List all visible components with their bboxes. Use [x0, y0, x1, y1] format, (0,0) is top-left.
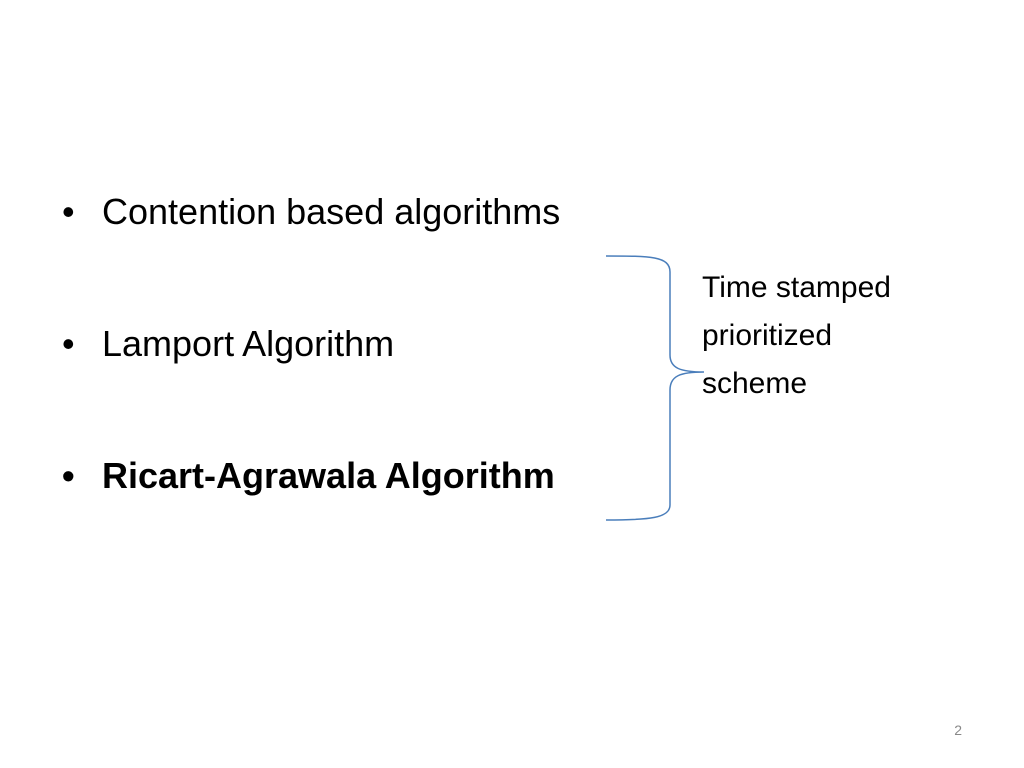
bullet-item-ricart-agrawala: • Ricart-Agrawala Algorithm: [62, 454, 560, 498]
right-brace-icon: [605, 255, 705, 521]
bullet-icon: •: [62, 191, 75, 232]
bullet-text: Lamport Algorithm: [102, 323, 395, 364]
bullet-icon: •: [62, 455, 75, 496]
annotation-text: Time stamped prioritized scheme: [702, 271, 891, 400]
page-number: 2: [954, 722, 962, 738]
bullet-list: • Contention based algorithms • Lamport …: [62, 190, 560, 586]
bullet-text: Contention based algorithms: [102, 191, 561, 232]
bullet-text: Ricart-Agrawala Algorithm: [102, 455, 555, 496]
bullet-item-contention: • Contention based algorithms: [62, 190, 560, 234]
bullet-item-lamport: • Lamport Algorithm: [62, 322, 560, 366]
bullet-icon: •: [62, 323, 75, 364]
